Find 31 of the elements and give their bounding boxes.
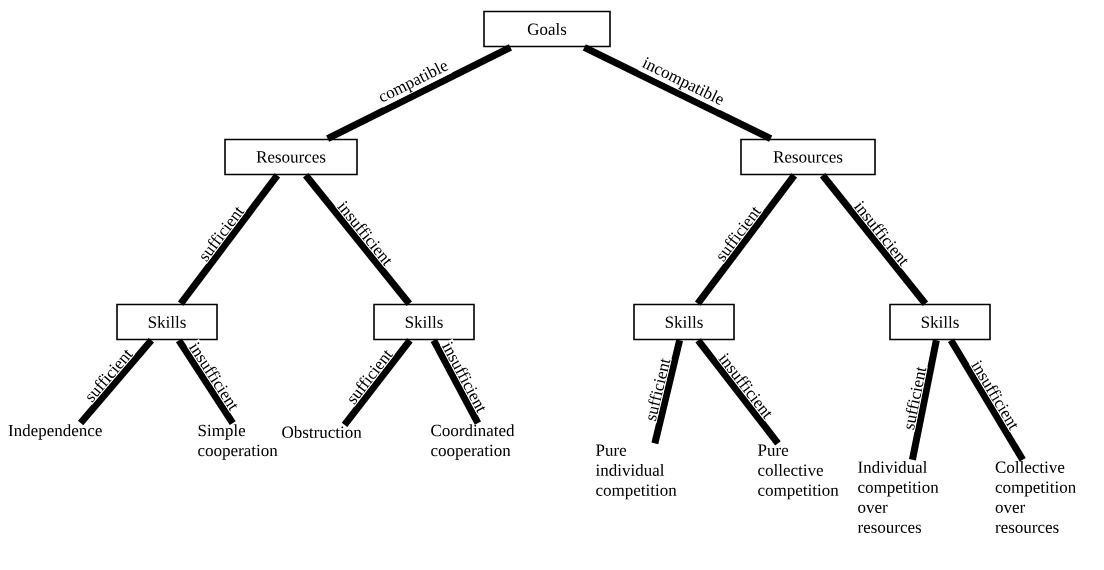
outcome-label: Simple cooperation [198, 424, 278, 460]
outcome-label: Coordinated cooperation [431, 424, 515, 460]
branch-line [695, 338, 781, 446]
outcome-label: Pure collective competition [758, 444, 839, 500]
outcome-label: Pure individual competition [595, 444, 677, 500]
outcome-label: Obstruction [282, 426, 362, 438]
branch-line [175, 338, 236, 425]
branch-line [909, 339, 940, 461]
decision-box: Skills [889, 303, 991, 341]
decision-box: Skills [116, 303, 218, 341]
edge-label: sufficient [900, 364, 928, 432]
decision-box: Skills [373, 303, 475, 341]
branch-line [582, 44, 773, 142]
outcome-label: Individual competition over resources [857, 461, 939, 533]
decision-box: Skills [633, 303, 735, 341]
branch-line [430, 338, 481, 425]
branch-line [77, 338, 155, 426]
branch-line [819, 173, 929, 306]
outcome-label: Independence [8, 424, 102, 440]
branch-line [177, 173, 281, 306]
branch-line [694, 173, 798, 306]
decision-box: Resources [740, 138, 876, 176]
branch-line [303, 173, 412, 306]
edge-label: sufficient [642, 355, 672, 424]
decision-box: Goals [483, 10, 611, 48]
branch-line [651, 339, 684, 445]
decision-box: Resources [224, 138, 358, 176]
branch-line [341, 338, 413, 427]
outcome-label: Collective competition over resources [995, 461, 1076, 533]
branch-line [326, 44, 512, 142]
branch-line [947, 338, 1026, 462]
